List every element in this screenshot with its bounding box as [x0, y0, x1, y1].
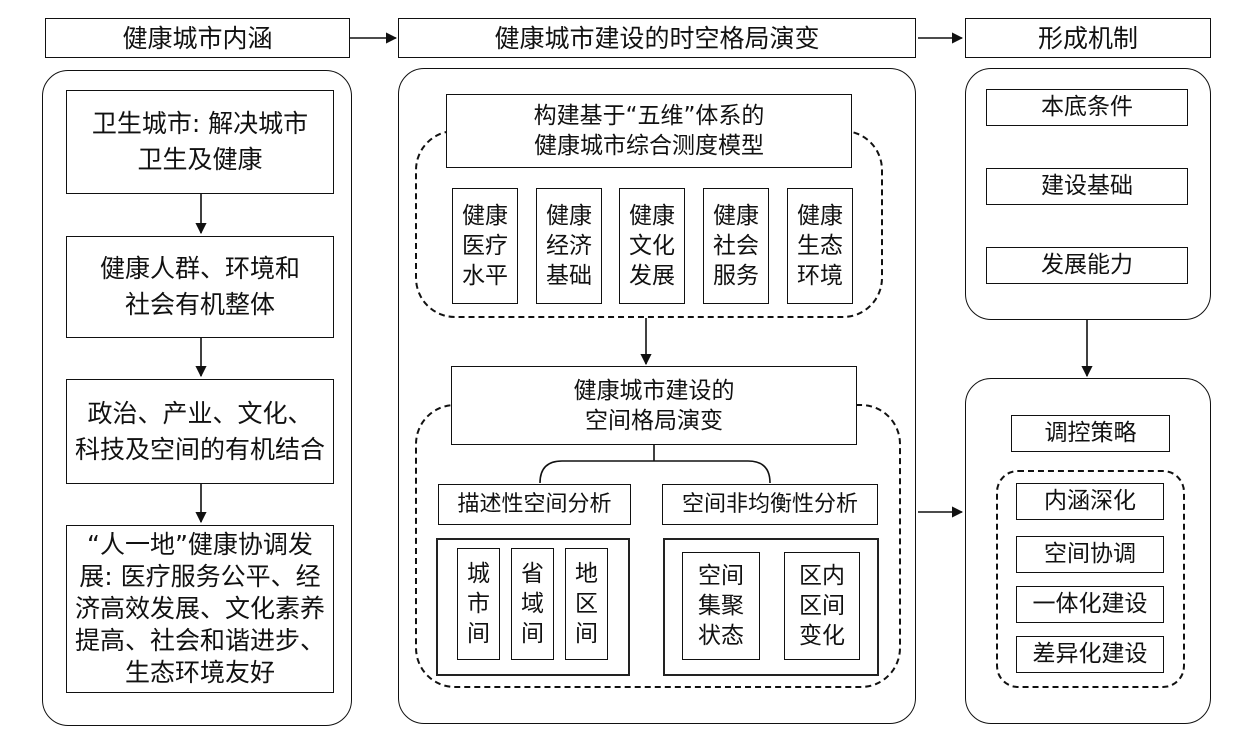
strategy-dashed-region: [996, 470, 1185, 688]
left-column-frame: [42, 70, 352, 726]
between-regions: 地区间: [565, 548, 608, 660]
between-provinces: 省域间: [511, 548, 554, 660]
header-spatiotemporal-evolution: 健康城市建设的时空格局演变: [398, 18, 916, 58]
mechanism-frame: [965, 68, 1211, 320]
intra-inter-region-change: 区内区间变化: [784, 552, 860, 660]
model-title-box: 构建基于“五维”体系的健康城市综合测度模型: [446, 94, 852, 168]
connotation-sanitary-city: 卫生城市: 解决城市卫生及健康: [66, 90, 334, 194]
strategy-differentiated-construction: 差异化建设: [1016, 636, 1164, 673]
connotation-organic-combination: 政治、产业、文化、科技及空间的有机结合: [66, 379, 334, 484]
mechanism-construction-foundation: 建设基础: [986, 168, 1188, 205]
pattern-title-box: 健康城市建设的空间格局演变: [451, 366, 857, 445]
descriptive-analysis-label: 描述性空间分析: [438, 484, 631, 525]
strategy-frame: [965, 378, 1211, 724]
strategy-connotation-deepening: 内涵深化: [1016, 483, 1164, 520]
mechanism-background-conditions: 本底条件: [986, 89, 1188, 126]
strategy-integrated-construction: 一体化建设: [1016, 586, 1164, 623]
nonequilibrium-analysis-label: 空间非均衡性分析: [662, 484, 878, 525]
dimension-cultural-development: 健康文化发展: [619, 188, 685, 304]
dimension-ecological-environment: 健康生态环境: [787, 188, 853, 304]
dimension-social-service: 健康社会服务: [703, 188, 769, 304]
dimension-medical-level: 健康医疗水平: [452, 188, 518, 304]
header-formation-mechanism: 形成机制: [965, 18, 1211, 58]
connotation-human-land-coordination: “人一地”健康协调发 展: 医疗服务公平、经 济高效发展、文化素养 提高、社会和…: [66, 525, 334, 693]
strategy-title: 调控策略: [1011, 415, 1170, 452]
dimension-economic-base: 健康经济基础: [536, 188, 602, 304]
between-cities: 城市间: [457, 548, 500, 660]
spatial-agglomeration-state: 空间集聚状态: [682, 552, 760, 660]
bracket-pattern-analyses: [539, 445, 771, 484]
nonequilibrium-items-frame: [663, 538, 879, 676]
connotation-organic-whole: 健康人群、环境和社会有机整体: [66, 236, 334, 338]
middle-column-frame: [398, 68, 916, 724]
descriptive-items-frame: [436, 538, 630, 676]
header-health-city-connotation: 健康城市内涵: [45, 18, 350, 58]
strategy-spatial-coordination: 空间协调: [1016, 536, 1164, 573]
mechanism-development-capacity: 发展能力: [986, 247, 1188, 284]
